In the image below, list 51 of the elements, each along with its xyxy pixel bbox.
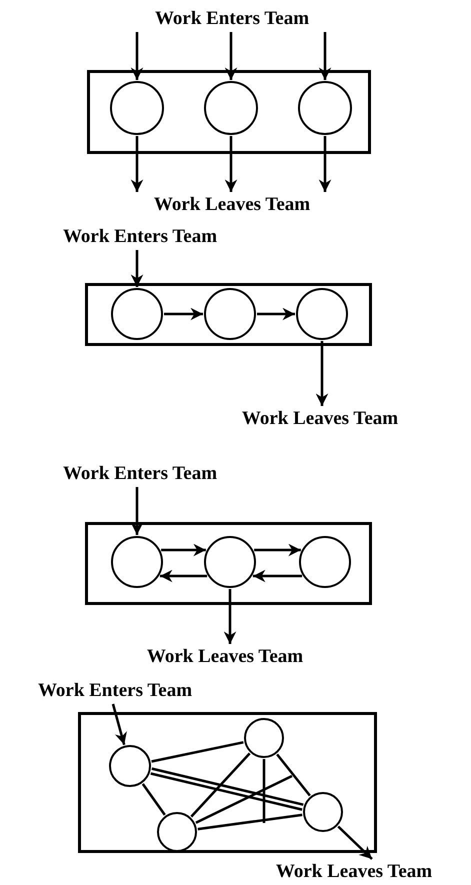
connector-line [198, 814, 302, 830]
member-circle [111, 288, 163, 340]
member-circle [204, 81, 258, 135]
connector-line [195, 774, 293, 824]
connector-line [142, 783, 166, 816]
text-label: Work Leaves Team [146, 646, 304, 668]
team-box [87, 70, 371, 154]
arrow [160, 570, 208, 582]
arrow [164, 308, 203, 320]
connector-line [276, 754, 311, 796]
connector-line [152, 767, 304, 806]
connector-line [262, 759, 266, 823]
connector-line [150, 772, 302, 811]
arrow [252, 570, 302, 582]
member-circle [298, 81, 352, 135]
arrow [337, 826, 373, 860]
arrow [257, 308, 295, 320]
arrow [318, 32, 332, 80]
member-circle [110, 81, 164, 135]
text-label: Work Leaves Team [276, 861, 432, 883]
arrow [130, 487, 144, 535]
team-box [85, 283, 372, 346]
member-circle [111, 536, 163, 588]
team-box [78, 712, 377, 853]
arrow [316, 341, 328, 406]
member-circle [299, 536, 351, 588]
member-circle [244, 718, 284, 758]
arrow [130, 32, 144, 80]
member-circle [157, 812, 197, 852]
arrow [254, 544, 301, 556]
member-circle [303, 792, 343, 832]
team-box [85, 522, 372, 605]
member-circle [204, 536, 256, 588]
arrow [224, 136, 238, 192]
member-circle [109, 745, 151, 787]
arrow [224, 589, 236, 644]
text-label: Work Leaves Team [154, 194, 310, 216]
text-label: Work Enters Team [62, 463, 218, 485]
arrow [130, 250, 144, 287]
text-label: Work Enters Team [62, 226, 218, 248]
arrow [130, 136, 144, 192]
arrow [224, 32, 238, 80]
text-label: Work Enters Team [154, 8, 310, 30]
member-circle [204, 288, 256, 340]
arrow [161, 544, 206, 556]
arrow [318, 136, 332, 192]
text-label: Work Enters Team [38, 680, 192, 702]
member-circle [296, 288, 348, 340]
text-label: Work Leaves Team [242, 408, 398, 430]
connector-line [190, 752, 251, 818]
connector-line [151, 741, 244, 763]
